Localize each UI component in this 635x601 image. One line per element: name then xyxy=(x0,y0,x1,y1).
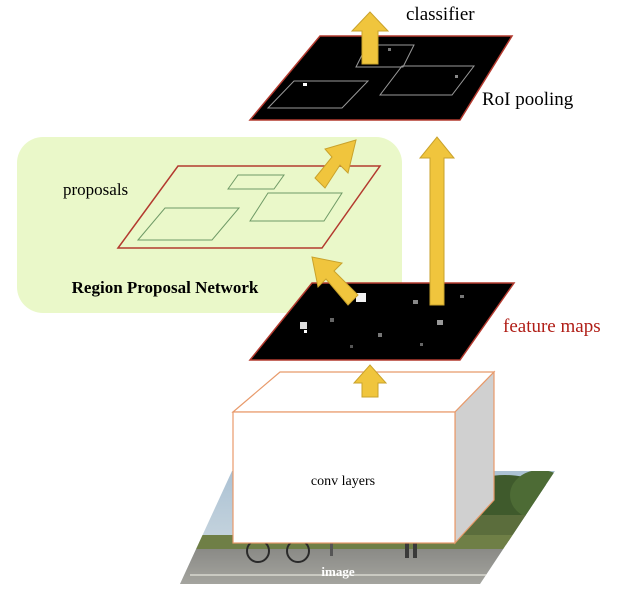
arrow-diagonal-icon xyxy=(311,256,359,306)
conv-layers-label: conv layers xyxy=(311,474,375,489)
arrow-up-icon xyxy=(350,11,390,65)
arrow-up-icon xyxy=(352,364,388,398)
roi-pooling-plane xyxy=(248,35,514,121)
roi-pooling-label: RoI pooling xyxy=(482,89,574,110)
arrow-up-icon xyxy=(418,136,456,306)
proposals-plane xyxy=(116,165,382,249)
classifier-label: classifier xyxy=(406,4,475,25)
rpn-region xyxy=(17,137,402,313)
feature-maps-plane xyxy=(248,282,516,361)
arrow-diagonal-icon xyxy=(314,139,357,189)
feature-maps-label: feature maps xyxy=(503,316,601,337)
proposals-label: proposals xyxy=(63,180,128,199)
image-label: image xyxy=(321,564,354,579)
rpn-label: Region Proposal Network xyxy=(72,278,259,297)
conv-layers-box: conv layers xyxy=(231,370,496,545)
